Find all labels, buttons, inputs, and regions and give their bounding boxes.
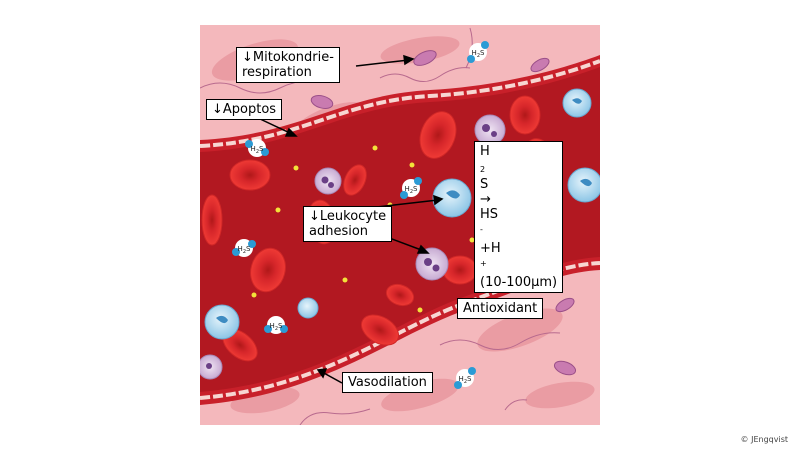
endothelium-top [200, 59, 600, 148]
h2s-molecule: H2S [467, 41, 489, 63]
label-leukocyte-line2: adhesion [309, 224, 369, 239]
reaction-h: H [480, 144, 490, 159]
granulocytes [200, 114, 506, 380]
h2s-molecule: H2S [454, 367, 476, 389]
label-leukocyte-line1: ↓Leukocyte [309, 209, 387, 224]
granulocyte-nuclei [206, 124, 497, 369]
arrow-mitokondrie [355, 59, 410, 67]
label-apoptos: ↓Apoptos [206, 99, 283, 120]
h2s-molecule: H2S [245, 139, 269, 157]
h2s-molecule-label: H2S [405, 185, 418, 195]
copyright-credit: © JEngqvist [740, 435, 788, 444]
label-h2s-reaction-range: (10-100µm) [480, 275, 558, 290]
annotation-arrows [257, 54, 444, 384]
h2s-molecule-label: H2S [459, 375, 472, 385]
h2s-molecule-label: H2S [270, 322, 283, 332]
reaction-h-sup: + [480, 259, 487, 268]
label-antioxidant: Antioxidant [457, 298, 544, 319]
h2s-molecule-label: H2S [251, 145, 264, 155]
arrow-leukocyte [376, 199, 439, 208]
reaction-s: S [480, 177, 489, 192]
label-mitokondrie-line2: respiration [242, 65, 312, 80]
label-antioxidant-text: Antioxidant [463, 301, 538, 316]
h2s-molecule-label: H2S [238, 245, 251, 255]
label-mitokondrie-line1: ↓Mitokondrie- [242, 50, 334, 65]
label-mitokondrie-respiration: ↓Mitokondrie- respiration [236, 47, 340, 83]
h2s-molecule: H2S [264, 316, 288, 334]
reaction-arrow: → [480, 192, 491, 207]
arrow-apoptos [257, 117, 293, 135]
label-vasodilation-text: Vasodilation [348, 375, 427, 390]
label-leukocyte-adhesion: ↓Leukocyte adhesion [303, 206, 393, 242]
label-vasodilation: Vasodilation [342, 372, 433, 393]
label-apoptos-text: ↓Apoptos [212, 102, 277, 117]
reaction-plus-h: +H [480, 241, 501, 256]
arrow-vasodilation [321, 371, 343, 384]
h2s-molecule: H2S [400, 177, 422, 199]
h2s-molecule: H2S [232, 239, 256, 257]
reaction-hs-sup: - [480, 225, 483, 234]
leukocyte-nuclei [216, 98, 592, 324]
h2s-molecule-label: H2S [472, 49, 485, 59]
reaction-hs: HS [480, 207, 499, 222]
reaction-h-sub: 2 [480, 165, 486, 174]
